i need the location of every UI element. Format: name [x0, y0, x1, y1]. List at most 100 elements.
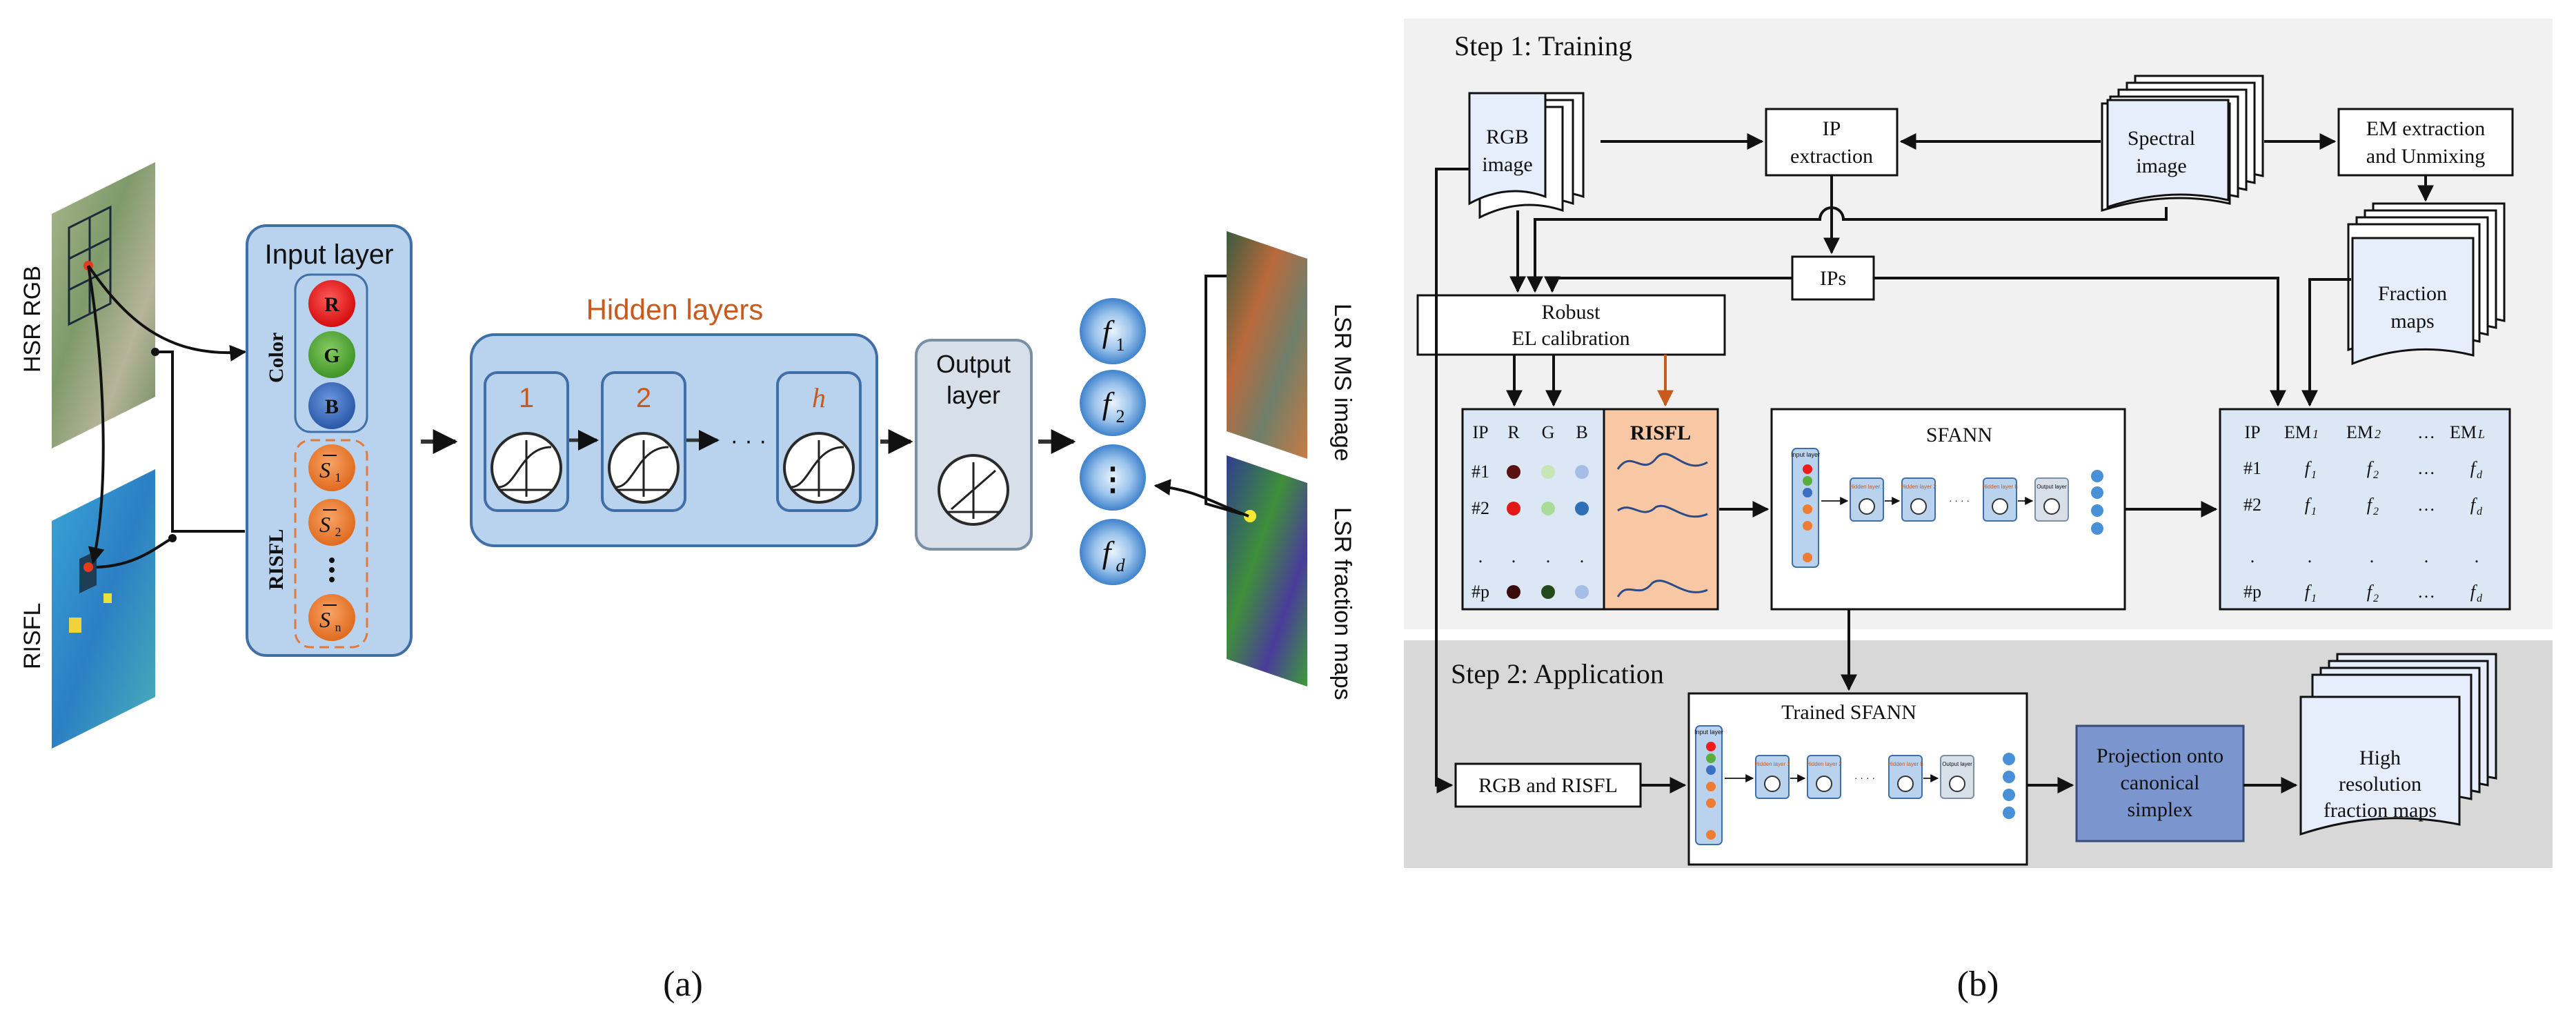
svg-text:Hidden layer 1: Hidden layer 1: [1754, 761, 1790, 767]
caption-a: (a): [663, 965, 703, 1004]
svg-text:2: 2: [335, 525, 341, 539]
svg-text:d: d: [1116, 555, 1126, 575]
sfann-mini-network: Input layer Hidden layer 1 Hidden layer …: [1791, 448, 2103, 568]
svg-text:1: 1: [519, 383, 534, 413]
svg-text:1: 1: [1116, 335, 1125, 355]
svg-text:High: High: [2359, 747, 2401, 769]
svg-text:IP: IP: [1472, 422, 1488, 442]
color-node-r: R: [308, 280, 355, 327]
svg-text:L: L: [2477, 427, 2485, 441]
svg-text:1: 1: [2311, 469, 2317, 481]
rgb-risfl-box: RGB and RISFL: [1454, 762, 1642, 808]
lsr-fraction-label: LSR fraction maps: [1329, 507, 1356, 700]
svg-text:2: 2: [1116, 406, 1125, 426]
risfl-image-label: RISFL: [19, 603, 46, 669]
svg-text:.: .: [2370, 546, 2375, 566]
svg-text:IPs: IPs: [1820, 267, 1846, 290]
svg-text:f: f: [2305, 495, 2312, 515]
risfl-image: [52, 469, 155, 749]
svg-text:.: .: [2475, 546, 2479, 566]
output-nodes: f 1 f 2 ⋮ f d: [1080, 298, 1146, 585]
svg-text:.: .: [1478, 546, 1483, 566]
svg-text:EM: EM: [2284, 422, 2311, 442]
risfl-node-1: S 1: [308, 444, 355, 491]
color-node-b: B: [308, 382, 355, 429]
svg-text:…: …: [2417, 495, 2435, 515]
svg-text:Projection onto: Projection onto: [2097, 744, 2223, 767]
em-extraction-box: EM extraction and Unmixing: [2337, 108, 2514, 177]
svg-text:Hidden layer h: Hidden layer h: [1982, 484, 2018, 490]
fraction-table: IP EM 1 EM 2 … EM L #1 f 1 f 2 … f d #2 …: [2219, 408, 2511, 611]
robust-el-box: Robust EL calibration: [1416, 294, 1726, 356]
svg-text:f: f: [2305, 458, 2312, 478]
svg-text:.: .: [2250, 546, 2255, 566]
svg-text:2: 2: [2373, 593, 2379, 604]
svg-text:d: d: [2477, 506, 2483, 517]
svg-text:IP: IP: [1823, 117, 1841, 140]
svg-text:S: S: [319, 607, 330, 632]
svg-text:.: .: [1512, 546, 1516, 566]
svg-text:IP: IP: [2244, 422, 2260, 442]
hidden-ellipsis: · · ·: [731, 428, 767, 454]
svg-text:2: 2: [2375, 427, 2381, 441]
trained-sfann-box: Trained SFANN Input layer Hidden layer 1…: [1687, 692, 2028, 866]
svg-text:f: f: [2367, 582, 2375, 602]
svg-text:d: d: [2477, 469, 2483, 481]
ips-box: IPs: [1791, 255, 1875, 301]
svg-text:B: B: [325, 395, 339, 418]
svg-text:Hidden layer 2: Hidden layer 2: [1806, 761, 1842, 767]
svg-text:B: B: [1576, 422, 1587, 442]
svg-text:…: …: [2417, 582, 2435, 602]
svg-text:2: 2: [636, 383, 651, 413]
svg-text:layer: layer: [947, 381, 1000, 409]
svg-text:2: 2: [2373, 469, 2379, 481]
svg-text:f: f: [2470, 582, 2478, 602]
svg-text:…: …: [2417, 458, 2435, 478]
color-node-g: G: [308, 331, 355, 378]
lsr-ms-image: [1227, 231, 1307, 459]
svg-text:h: h: [812, 382, 826, 413]
svg-text:.: .: [1546, 546, 1551, 566]
svg-text:EM extraction: EM extraction: [2366, 117, 2485, 140]
svg-text:1: 1: [335, 471, 341, 484]
svg-text:R: R: [1507, 422, 1520, 442]
svg-text:resolution: resolution: [2339, 773, 2421, 796]
svg-text:G: G: [1542, 422, 1555, 442]
svg-text:and Unmixing: and Unmixing: [2366, 145, 2486, 168]
hidden-layer-1: 1: [484, 371, 569, 512]
svg-text:Hidden layer h: Hidden layer h: [1888, 761, 1923, 767]
svg-text:fraction maps: fraction maps: [2324, 799, 2437, 822]
svg-text:f: f: [2470, 458, 2478, 478]
projection-box: Projection onto canonical simplex: [2075, 724, 2245, 842]
svg-text:Trained SFANN: Trained SFANN: [1781, 701, 1916, 724]
svg-text:Spectral: Spectral: [2128, 127, 2195, 150]
output-layer: Output layer: [915, 339, 1033, 551]
svg-text:f: f: [2367, 458, 2375, 478]
svg-text:.: .: [2424, 546, 2429, 566]
svg-text:#p: #p: [2243, 582, 2261, 602]
svg-text:#1: #1: [1472, 462, 1489, 482]
svg-text:· · · ·: · · · ·: [1949, 495, 1970, 506]
step1-title: Step 1: Training: [1454, 30, 1632, 61]
svg-text:Robust: Robust: [1541, 301, 1601, 324]
svg-text:image: image: [2136, 155, 2186, 177]
svg-text:1: 1: [2312, 427, 2319, 441]
fraction-maps-doc: Fraction maps: [2347, 202, 2506, 366]
high-res-fraction-maps-doc: High resolution fraction maps: [2299, 653, 2497, 836]
hidden-layer-2: 2: [601, 371, 686, 512]
svg-text:G: G: [324, 344, 339, 367]
risfl-group-label: RISFL: [265, 529, 288, 590]
risfl-node-2: S 2: [308, 499, 355, 546]
lsr-ms-label: LSR MS image: [1329, 304, 1356, 462]
svg-text:extraction: extraction: [1790, 145, 1873, 168]
hsr-rgb-label: HSR RGB: [19, 266, 46, 373]
svg-text:R: R: [324, 293, 339, 316]
svg-text:⋮: ⋮: [1097, 462, 1129, 497]
svg-text:simplex: simplex: [2128, 798, 2193, 821]
svg-text:maps: maps: [2390, 310, 2434, 333]
svg-text:d: d: [2477, 593, 2483, 604]
color-group-label: Color: [265, 333, 288, 383]
svg-text:Fraction: Fraction: [2378, 282, 2447, 305]
svg-text:RGB: RGB: [1486, 126, 1529, 148]
